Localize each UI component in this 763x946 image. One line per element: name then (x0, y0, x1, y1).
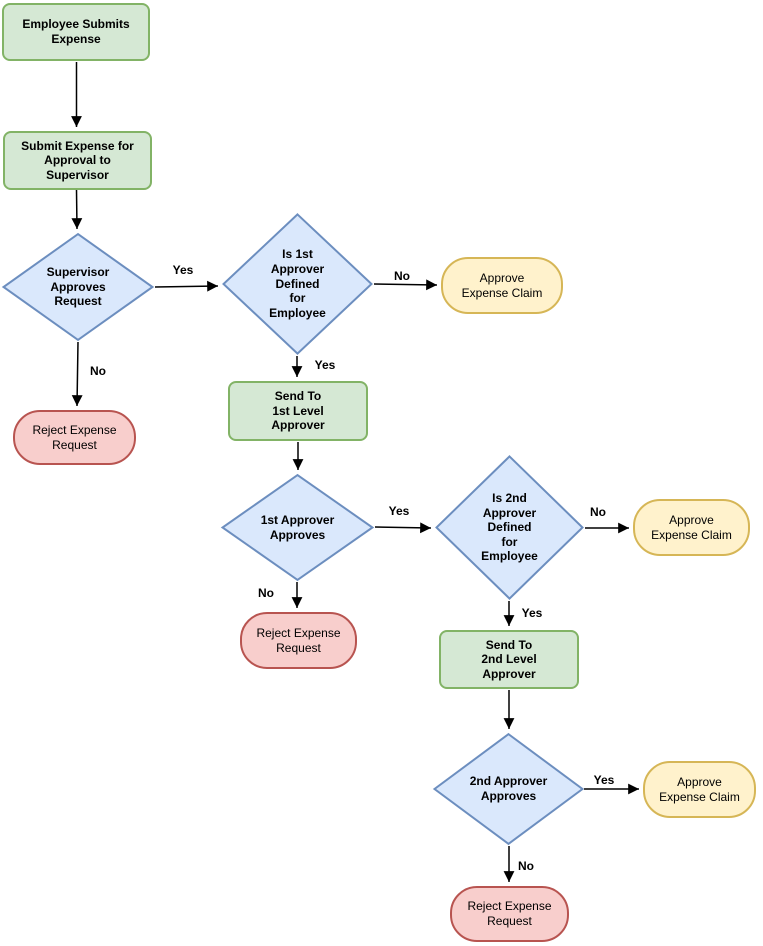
diamond-shape (433, 733, 584, 845)
node-1st-approver-approves: 1st Approver Approves (221, 474, 374, 581)
node-is-1st-approver-defined: Is 1st Approver Defined for Employee (222, 213, 373, 355)
node-label: Send To 2nd Level Approver (481, 637, 537, 681)
arrow-1st-defined-no (373, 279, 438, 291)
node-label: Is 2nd Approver Defined for Employee (481, 490, 538, 564)
diamond-shape (222, 213, 373, 355)
node-approve-expense-claim-3: Approve Expense Claim (643, 761, 756, 818)
node-submit-expense-for-approval: Submit Expense for Approval to Superviso… (3, 131, 152, 190)
edge-label-supervisor-no: No (90, 364, 106, 378)
node-label: Is 1st Approver Defined for Employee (269, 247, 326, 320)
arrow-supervisor-no (71, 341, 83, 407)
edge-label-1st-approver-yes: Yes (388, 504, 410, 518)
edge-label-2nd-defined-yes: Yes (521, 606, 543, 620)
node-label: Approve Expense Claim (461, 270, 543, 300)
node-label: Reject Expense Request (32, 422, 117, 452)
node-approve-expense-claim-1: Approve Expense Claim (441, 257, 563, 314)
node-2nd-approver-approves: 2nd Approver Approves (433, 733, 584, 845)
node-approve-expense-claim-2: Approve Expense Claim (633, 499, 750, 556)
arrow-to-supervisor-decision (71, 189, 83, 230)
node-label: Approve Expense Claim (659, 774, 740, 804)
node-label: Send To 1st Level Approver (271, 389, 325, 433)
node-label: 2nd Approver Approves (469, 774, 548, 803)
edge-label-2nd-approver-yes: Yes (593, 773, 615, 787)
edge-label-2nd-defined-no: No (590, 505, 606, 519)
node-reject-expense-request-2: Reject Expense Request (240, 612, 357, 669)
node-label: Approve Expense Claim (651, 512, 732, 542)
node-label: Supervisor Approves Request (46, 265, 110, 309)
node-reject-expense-request-3: Reject Expense Request (450, 886, 569, 942)
node-label: Submit Expense for Approval to Superviso… (21, 138, 134, 182)
node-supervisor-approves-request: Supervisor Approves Request (2, 233, 154, 341)
node-employee-submits-expense: Employee Submits Expense (2, 3, 150, 61)
diamond-shape (435, 455, 584, 600)
node-send-to-2nd-level-approver: Send To 2nd Level Approver (439, 630, 579, 689)
node-label: Reject Expense Request (467, 899, 552, 928)
arrow-supervisor-yes (154, 280, 219, 292)
edge-label-1st-defined-yes: Yes (314, 358, 336, 372)
diamond-shape (221, 474, 374, 581)
edge-label-2nd-approver-no: No (518, 859, 534, 873)
node-label: Employee Submits Expense (22, 17, 130, 46)
arrow-1st-approver-yes (374, 522, 432, 534)
node-label: Reject Expense Request (256, 625, 341, 655)
edge-label-supervisor-yes: Yes (172, 263, 194, 277)
edge-label-1st-defined-no: No (394, 269, 410, 283)
node-reject-expense-request-1: Reject Expense Request (13, 410, 136, 465)
node-label: 1st Approver Approves (260, 512, 335, 542)
node-is-2nd-approver-defined: Is 2nd Approver Defined for Employee (435, 455, 584, 600)
diamond-shape (2, 233, 154, 341)
edge-label-1st-approver-no: No (258, 586, 274, 600)
node-send-to-1st-level-approver: Send To 1st Level Approver (228, 381, 368, 441)
